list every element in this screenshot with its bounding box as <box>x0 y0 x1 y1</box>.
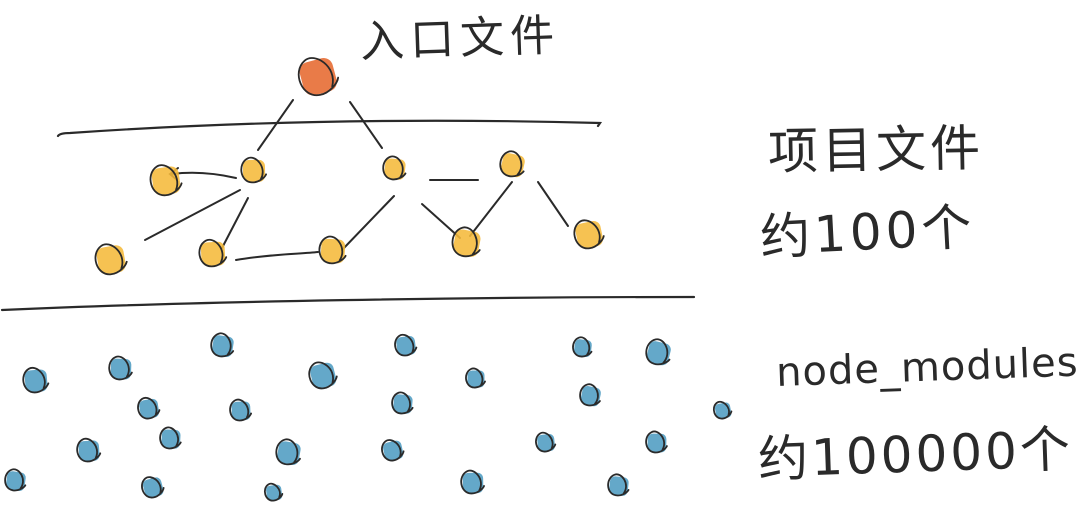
project-files-label: 项目文件 <box>767 119 985 181</box>
dependency-node <box>76 437 102 463</box>
edge-b-down-right <box>421 203 461 239</box>
project-node <box>94 243 128 276</box>
dependency-node <box>137 397 161 420</box>
entry-node <box>297 57 340 96</box>
edge-c-right <box>537 181 569 227</box>
dependency-node <box>381 439 405 462</box>
dependency-node <box>108 355 133 381</box>
dependency-node <box>210 332 235 358</box>
dependency-node <box>535 431 557 453</box>
dependency-node <box>465 367 486 389</box>
project-node <box>382 155 407 181</box>
dependency-node <box>308 361 338 390</box>
edge-entry-left <box>257 99 294 151</box>
divider-top <box>56 119 603 138</box>
project-node <box>573 219 605 250</box>
dependency-edges <box>144 99 569 261</box>
dependency-node <box>275 438 301 466</box>
dependency-node <box>22 366 50 394</box>
dependency-node <box>263 482 284 502</box>
edge-bottom-mid <box>235 251 319 261</box>
dependency-node <box>579 383 601 407</box>
project-node <box>149 164 183 197</box>
dependency-node <box>572 336 593 358</box>
entry-file-label: 入口文件 <box>359 10 561 68</box>
dependency-node <box>645 430 668 454</box>
dependency-node <box>394 333 418 357</box>
dependency-node <box>645 338 671 366</box>
node-layer <box>4 57 733 502</box>
project-node <box>318 235 347 265</box>
project-node <box>198 238 228 268</box>
dependency-node <box>712 400 733 420</box>
edge-b-down <box>341 195 395 251</box>
edge-a-down-left <box>144 189 241 241</box>
dependency-node <box>460 469 485 495</box>
dependency-node <box>4 468 27 492</box>
edge-a-down <box>221 197 249 249</box>
edge-a-to-left <box>171 171 237 179</box>
project-count-label: 约100个 <box>758 197 977 267</box>
dependency-node <box>229 398 253 422</box>
divider-bottom <box>0 295 696 312</box>
edge-c-down <box>469 181 513 237</box>
project-node <box>451 226 481 258</box>
project-node <box>240 156 267 184</box>
project-node <box>499 150 525 178</box>
dependency-node <box>607 473 630 497</box>
dependency-node <box>391 391 414 415</box>
node-modules-count-label: 约100000个 <box>757 420 1074 489</box>
dependency-node <box>159 426 182 450</box>
dependency-node <box>141 476 165 499</box>
edge-entry-right <box>349 101 383 149</box>
